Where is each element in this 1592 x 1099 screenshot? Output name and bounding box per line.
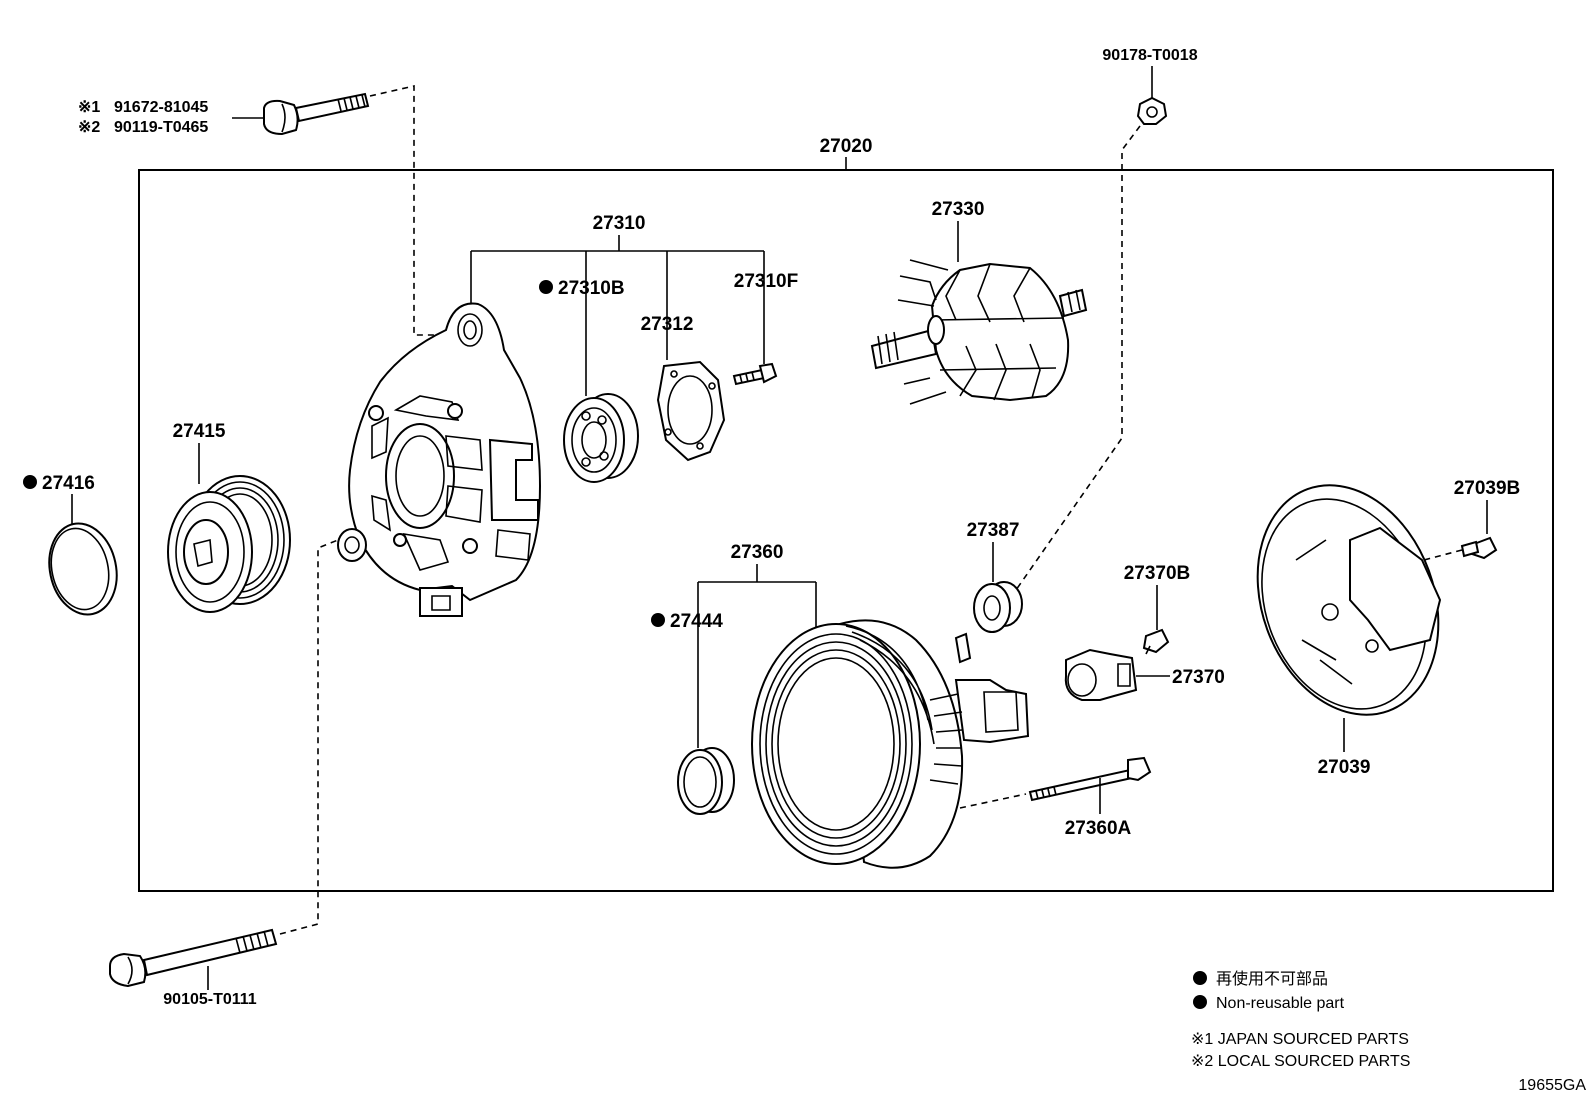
rectifier-end-frame-27360[interactable]: 27360 bbox=[697, 542, 1030, 869]
legend-bullet-1 bbox=[1193, 971, 1207, 985]
assembly-number: 27020 bbox=[820, 136, 873, 157]
rotor-27330[interactable]: 27330 bbox=[870, 199, 1088, 405]
bolt-top-japan-number: 91672-81045 bbox=[114, 99, 208, 116]
brush-holder-27370[interactable]: 27370 bbox=[1064, 648, 1225, 701]
bolt-bottom[interactable]: 90105-T0111 bbox=[109, 539, 339, 1008]
bolt-top-left[interactable]: ※1 91672-81045 ※2 90119-T0465 bbox=[78, 84, 440, 336]
legend-bullet-2 bbox=[1193, 995, 1207, 1009]
insulator-number: 27387 bbox=[967, 520, 1020, 541]
bearing-27444[interactable]: 27444 bbox=[651, 611, 735, 815]
screw-27370B-number: 27370B bbox=[1124, 563, 1191, 584]
screw-27039B-number: 27039B bbox=[1454, 478, 1521, 499]
bolt-bottom-number: 90105-T0111 bbox=[163, 991, 257, 1008]
non-reusable-marker bbox=[539, 280, 553, 294]
bolt-top-local-marker: ※2 bbox=[78, 119, 100, 136]
rear-cover-number: 27039 bbox=[1318, 757, 1371, 778]
through-bolt-number: 27360A bbox=[1065, 818, 1132, 839]
non-reusable-marker bbox=[651, 613, 665, 627]
screw-27370B[interactable]: 27370B bbox=[1124, 563, 1191, 655]
drive-end-frame-27310[interactable]: 27310 bbox=[337, 213, 765, 617]
screw-27310F-number: 27310F bbox=[734, 271, 798, 292]
legend: 再使用不可部品 Non-reusable part ※1 JAPAN SOURC… bbox=[1191, 970, 1410, 1070]
pulley-27415[interactable]: 27415 bbox=[167, 421, 291, 613]
pulley-number: 27415 bbox=[173, 421, 226, 442]
frame-number: 27310 bbox=[593, 213, 646, 234]
bearing-27310B[interactable]: 27310B bbox=[539, 278, 639, 483]
retainer-number: 27312 bbox=[641, 314, 694, 335]
screw-27039B[interactable]: 27039B bbox=[1423, 478, 1521, 561]
bearing-27310B-number: 27310B bbox=[558, 278, 625, 299]
rear-cover-27039[interactable]: 27039 bbox=[1227, 460, 1469, 778]
non-reusable-marker bbox=[23, 475, 37, 489]
cap-number: 27416 bbox=[42, 473, 95, 494]
insulator-27387[interactable]: 27387 bbox=[967, 520, 1023, 633]
bolt-top-local-number: 90119-T0465 bbox=[114, 119, 208, 136]
screw-27310F[interactable]: 27310F bbox=[732, 271, 798, 386]
retainer-27312[interactable]: 27312 bbox=[641, 314, 726, 462]
bearing-27444-number: 27444 bbox=[670, 611, 723, 632]
legend-note-2: ※2 LOCAL SOURCED PARTS bbox=[1191, 1053, 1410, 1070]
cap-27416[interactable]: 27416 bbox=[23, 473, 125, 621]
brush-holder-number: 27370 bbox=[1172, 667, 1225, 688]
through-bolt-27360A[interactable]: 27360A bbox=[1028, 756, 1152, 839]
bolt-top-japan-marker: ※1 bbox=[78, 99, 100, 116]
legend-japanese: 再使用不可部品 bbox=[1216, 970, 1328, 988]
rotor-number: 27330 bbox=[932, 199, 985, 220]
nut-top[interactable]: 90178-T0018 bbox=[1015, 47, 1198, 591]
figure-code: 19655GA bbox=[1518, 1077, 1586, 1094]
legend-note-1: ※1 JAPAN SOURCED PARTS bbox=[1191, 1031, 1409, 1048]
nut-top-number: 90178-T0018 bbox=[1102, 47, 1197, 64]
legend-english: Non-reusable part bbox=[1216, 995, 1345, 1012]
stator-frame-number: 27360 bbox=[731, 542, 784, 563]
